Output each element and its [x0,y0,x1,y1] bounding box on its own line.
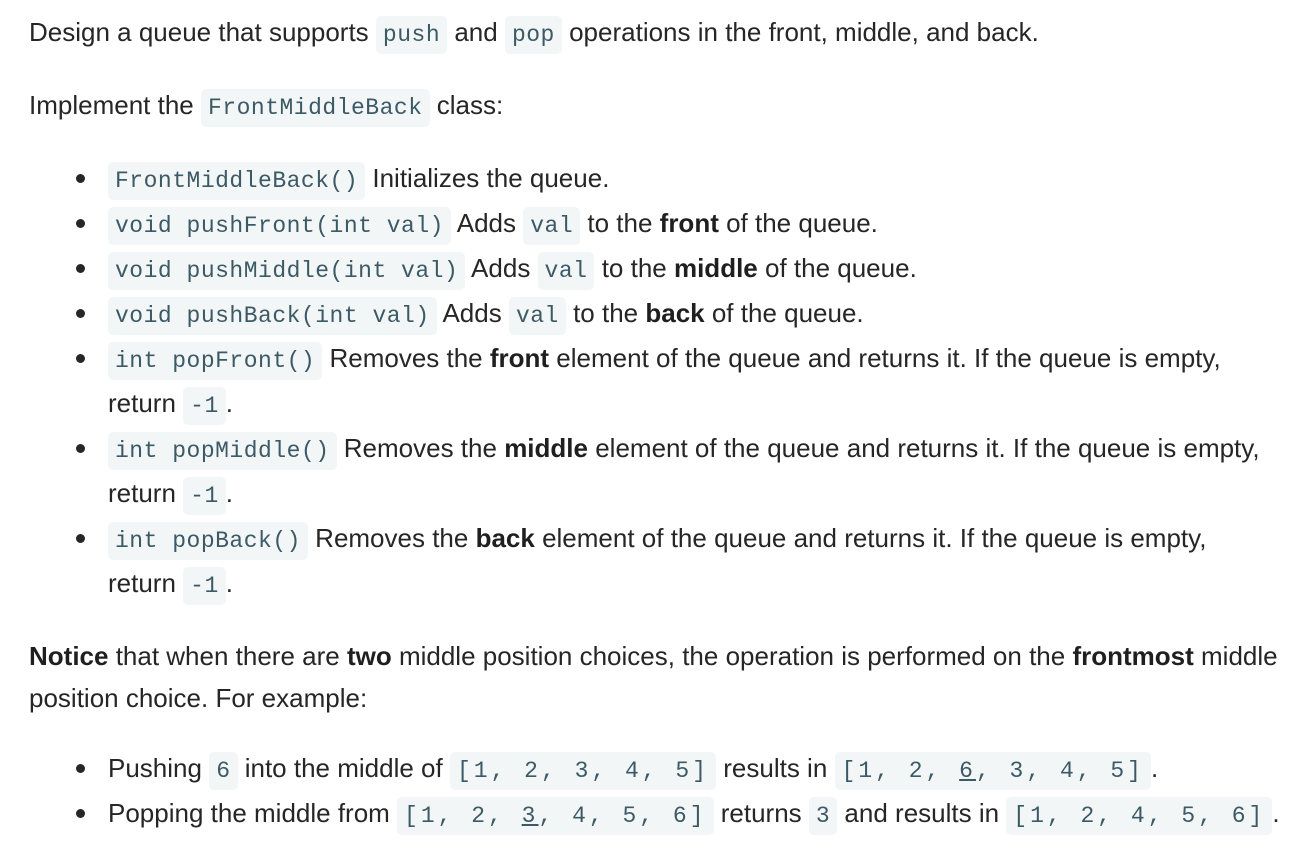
punctuation: . [1272,798,1280,828]
code-value: 3 [808,797,838,835]
notice-paragraph: Notice that when there are two middle po… [29,635,1281,719]
implement-paragraph: Implement the FrontMiddleBack class: [29,84,1281,129]
code-param: val [537,252,595,290]
implement-text: Implement the [29,90,201,120]
example-text: Pushing [108,753,210,783]
method-desc: to the [594,253,674,283]
notice-text: that when there are [108,641,347,671]
intro-text: and [447,17,505,47]
code-highlight: 6 [959,758,976,784]
method-list: FrontMiddleBack() Initializes the queue.… [29,157,1281,607]
code-return-value: -1 [183,387,226,425]
method-item-pushfront: void pushFront(int val) Adds val to the … [76,202,1281,247]
code-return-value: -1 [183,477,226,515]
method-desc: Adds [465,253,538,283]
method-item-pushmiddle: void pushMiddle(int val) Adds val to the… [76,247,1281,292]
code-part: , 3, 4, 5] [975,758,1144,784]
bold-term: middle [673,253,758,283]
code-return-value: -1 [183,567,226,605]
method-desc: element of the queue and returns it. If … [108,523,1207,598]
intro-paragraph: Design a queue that supports push and po… [29,11,1281,56]
intro-text: Design a queue that supports [29,17,376,47]
method-item-pushback: void pushBack(int val) Adds val to the b… [76,292,1281,337]
code-array-result: [1, 2, 6, 3, 4, 5] [834,752,1151,790]
punctuation: . [225,568,233,598]
method-desc: of the queue. [718,208,878,238]
method-signature: int popMiddle() [108,432,337,470]
example-text: returns [713,798,809,828]
bold-term: back [645,298,705,328]
punctuation: . [225,388,233,418]
method-signature: FrontMiddleBack() [108,162,366,200]
method-desc: to the [580,208,660,238]
code-highlight: 3 [521,803,539,829]
bold-term: front [659,208,719,238]
bold-term: middle [504,433,588,463]
example-text: results in [716,753,835,783]
method-item-constructor: FrontMiddleBack() Initializes the queue. [76,157,1281,202]
method-item-popfront: int popFront() Removes the front element… [76,337,1281,427]
notice-text: middle position choices, the operation i… [391,641,1073,671]
method-desc: Initializes the queue. [365,163,610,193]
code-array-result: [1, 2, 4, 5, 6] [1006,797,1273,835]
method-desc: of the queue. [757,253,917,283]
method-signature: int popFront() [108,342,323,380]
code-class-name: FrontMiddleBack [200,89,430,127]
method-desc: of the queue. [704,298,864,328]
code-array: [1, 2, 3, 4, 5, 6] [397,797,714,835]
code-value: 6 [209,752,238,790]
code-push: push [375,16,448,54]
method-desc: element of the queue and returns it. If … [108,343,1221,418]
method-item-popmiddle: int popMiddle() Removes the middle eleme… [76,427,1281,517]
method-signature: void pushFront(int val) [108,207,451,245]
example-list: Pushing 6 into the middle of [1, 2, 3, 4… [29,747,1281,837]
method-desc: Removes the [336,433,505,463]
punctuation: . [225,478,233,508]
code-part: , 4, 5, 6] [538,803,707,829]
method-signature: void pushMiddle(int val) [108,252,466,290]
example-text: into the middle of [237,753,450,783]
bold-term: two [346,641,392,671]
code-part: [1, 2, [404,803,522,829]
method-desc: to the [565,298,646,328]
example-text: and results in [837,798,1007,828]
code-pop: pop [504,16,562,54]
method-desc: Adds [436,298,509,328]
code-array: [1, 2, 3, 4, 5] [449,752,717,790]
implement-text: class: [429,90,504,120]
code-part: [1, 2, [841,758,960,784]
example-text: Popping the middle from [108,798,398,828]
example-item-pop: Popping the middle from [1, 2, 3, 4, 5, … [76,792,1281,837]
example-item-push: Pushing 6 into the middle of [1, 2, 3, 4… [76,747,1281,792]
punctuation: . [1150,753,1159,783]
method-desc: element of the queue and returns it. If … [108,433,1260,508]
bold-term: back [475,523,535,553]
bold-term: front [489,343,550,373]
method-signature: int popBack() [108,522,308,560]
method-item-popback: int popBack() Removes the back element o… [76,517,1281,607]
method-desc: Adds [450,208,524,238]
method-desc: Removes the [322,343,490,373]
code-param: val [508,297,566,335]
notice-text: middle position choice. For example: [29,641,1278,713]
bold-term: Notice [29,641,109,671]
code-param: val [523,207,581,245]
method-desc: Removes the [307,523,476,553]
intro-text: operations in the front, middle, and bac… [561,17,1039,47]
problem-description: Design a queue that supports push and po… [29,11,1281,837]
bold-term: frontmost [1072,641,1194,671]
method-signature: void pushBack(int val) [108,297,437,335]
